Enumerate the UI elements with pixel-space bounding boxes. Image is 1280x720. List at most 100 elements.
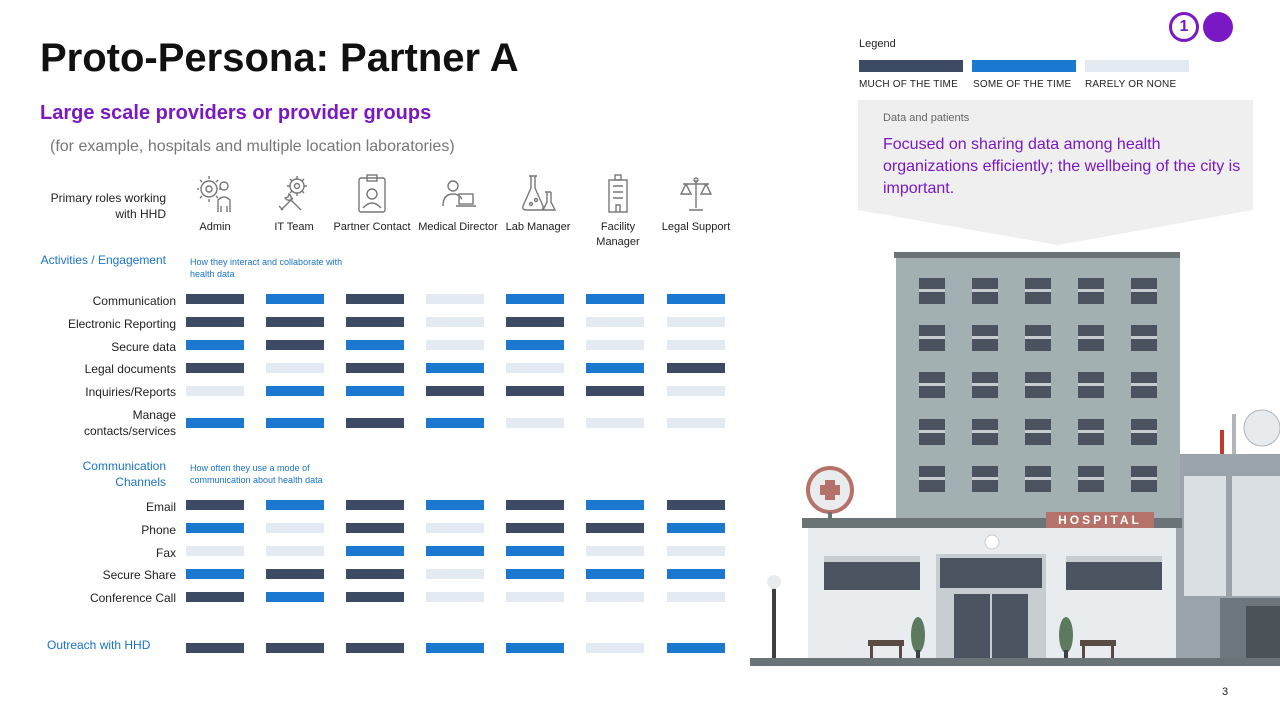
hospital-window-divider bbox=[1025, 336, 1051, 339]
frequency-bar-some bbox=[667, 294, 725, 304]
section-label-channels: Communication Channels bbox=[82, 459, 166, 489]
frequency-bar-much bbox=[186, 500, 244, 510]
frequency-bar-much bbox=[506, 317, 564, 327]
frequency-bar-some bbox=[266, 386, 324, 396]
hospital-sign: HOSPITAL bbox=[1058, 513, 1142, 527]
hospital-window-divider bbox=[1131, 477, 1157, 480]
frequency-bar-rarely bbox=[667, 546, 725, 556]
row-label: Secure data bbox=[111, 340, 176, 354]
frequency-bar-rarely bbox=[426, 523, 484, 533]
hospital-window-divider bbox=[1078, 289, 1104, 292]
frequency-bar-much bbox=[346, 418, 404, 428]
scales-icon bbox=[679, 177, 713, 211]
legend-swatch-some bbox=[972, 60, 1076, 72]
frequency-bar-some bbox=[586, 363, 644, 373]
frequency-bar-rarely bbox=[426, 317, 484, 327]
hospital-window-divider bbox=[1131, 289, 1157, 292]
frequency-bar-much bbox=[186, 317, 244, 327]
hospital-window-divider bbox=[1025, 430, 1051, 433]
hospital-building-illustration: HOSPITAL bbox=[750, 252, 1280, 666]
frequency-bar-rarely bbox=[667, 418, 725, 428]
frequency-bar-some bbox=[426, 418, 484, 428]
frequency-bar-some bbox=[186, 523, 244, 533]
frequency-bar-much bbox=[346, 592, 404, 602]
row-label: Secure Share bbox=[102, 568, 176, 582]
frequency-bar-some bbox=[186, 418, 244, 428]
role-partner-contact: Partner Contact bbox=[332, 172, 412, 235]
frequency-bar-much bbox=[586, 523, 644, 533]
callout-box bbox=[858, 100, 1253, 245]
frequency-bar-rarely bbox=[667, 317, 725, 327]
role-label: Medical Director bbox=[418, 221, 498, 233]
hospital-window-divider bbox=[1078, 336, 1104, 339]
frequency-bar-some bbox=[266, 500, 324, 510]
frequency-bar-some bbox=[186, 340, 244, 350]
frequency-bar-rarely bbox=[586, 643, 644, 653]
frequency-bar-rarely bbox=[667, 592, 725, 602]
frequency-bar-rarely bbox=[586, 340, 644, 350]
hospital-window-divider bbox=[1131, 383, 1157, 386]
callout-heading: Data and patients bbox=[883, 112, 970, 124]
lab-flask-icon bbox=[522, 175, 557, 211]
hospital-window-divider bbox=[919, 289, 945, 292]
callout-text: Focused on sharing data among health org… bbox=[883, 136, 1241, 197]
role-label: Lab Manager bbox=[505, 221, 571, 233]
frequency-bar-some bbox=[266, 294, 324, 304]
frequency-bar-much bbox=[346, 569, 404, 579]
persona-subtitle: Large scale providers or provider groups bbox=[40, 102, 432, 124]
page-number: 3 bbox=[1222, 686, 1229, 698]
row-label: Legal documents bbox=[84, 362, 176, 376]
section-description-channels: How often they use a mode of communicati… bbox=[190, 463, 323, 485]
frequency-bar-much bbox=[426, 386, 484, 396]
frequency-bar-much bbox=[346, 363, 404, 373]
hospital-window-divider bbox=[1025, 383, 1051, 386]
section-description-activities: How they interact and collaborate with h… bbox=[190, 257, 343, 279]
row-label: Fax bbox=[155, 546, 176, 560]
frequency-bar-some bbox=[346, 546, 404, 556]
page-title: Proto-Persona: Partner A bbox=[40, 36, 519, 80]
legend-label-rarely: RARELY OR NONE bbox=[1085, 79, 1177, 90]
legend-label-much: MUCH OF THE TIME bbox=[859, 79, 958, 90]
frequency-bar-rarely bbox=[426, 592, 484, 602]
frequency-bar-rarely bbox=[186, 546, 244, 556]
slide-number-badge: 1 bbox=[1169, 12, 1199, 42]
frequency-bar-much bbox=[506, 500, 564, 510]
frequency-bar-much bbox=[346, 294, 404, 304]
frequency-bar-rarely bbox=[186, 386, 244, 396]
frequency-bar-some bbox=[426, 643, 484, 653]
frequency-bar-rarely bbox=[426, 569, 484, 579]
hospital-window-divider bbox=[919, 430, 945, 433]
frequency-bar-rarely bbox=[586, 317, 644, 327]
role-legal-support: Legal Support bbox=[656, 172, 736, 235]
frequency-bar-rarely bbox=[266, 523, 324, 533]
row-label: Email bbox=[145, 500, 176, 514]
frequency-bar-much bbox=[667, 500, 725, 510]
frequency-bar-rarely bbox=[586, 546, 644, 556]
frequency-bar-much bbox=[266, 340, 324, 350]
frequency-bar-rarely bbox=[266, 546, 324, 556]
hospital-window-divider bbox=[1078, 430, 1104, 433]
frequency-bar-much bbox=[506, 386, 564, 396]
role-admin: Admin bbox=[175, 172, 255, 235]
frequency-bar-some bbox=[426, 363, 484, 373]
frequency-bar-some bbox=[667, 523, 725, 533]
frequency-bar-some bbox=[506, 643, 564, 653]
medical-director-icon bbox=[442, 180, 476, 207]
role-label: Facility Manager bbox=[596, 221, 640, 248]
frequency-bar-some bbox=[506, 340, 564, 350]
roles-label: Primary roles working with HHD bbox=[50, 191, 166, 221]
hospital-window-divider bbox=[972, 289, 998, 292]
frequency-bar-much bbox=[586, 386, 644, 396]
frequency-bar-much bbox=[346, 643, 404, 653]
hospital-window-divider bbox=[972, 383, 998, 386]
frequency-bar-much bbox=[186, 643, 244, 653]
hospital-window-divider bbox=[1131, 430, 1157, 433]
frequency-bar-some bbox=[426, 546, 484, 556]
role-lab-manager: Lab Manager bbox=[498, 172, 578, 235]
row-label: Conference Call bbox=[89, 591, 176, 605]
role-it-team: IT Team bbox=[254, 172, 334, 235]
frequency-bar-rarely bbox=[667, 386, 725, 396]
frequency-bar-much bbox=[346, 500, 404, 510]
hospital-window-divider bbox=[1025, 289, 1051, 292]
frequency-bar-rarely bbox=[426, 340, 484, 350]
